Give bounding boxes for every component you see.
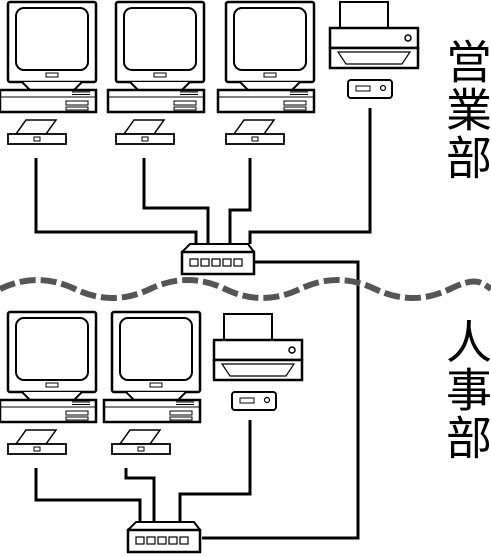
sales-department-label: 営業部 [439,38,491,182]
hr-hub [126,520,202,554]
hr-pc-2 [102,310,202,456]
sales-printer [328,0,420,100]
hr-printer [212,312,304,412]
hr-pc-1 [0,310,98,456]
department-separator [0,277,491,301]
sales-pc-2 [106,0,206,146]
sales-cables [34,108,372,540]
hr-department-label: 人事部 [439,318,491,462]
sales-pc-1 [0,0,98,146]
sales-pc-3 [216,0,316,146]
hr-cables [34,420,252,522]
sales-hub [180,242,256,276]
